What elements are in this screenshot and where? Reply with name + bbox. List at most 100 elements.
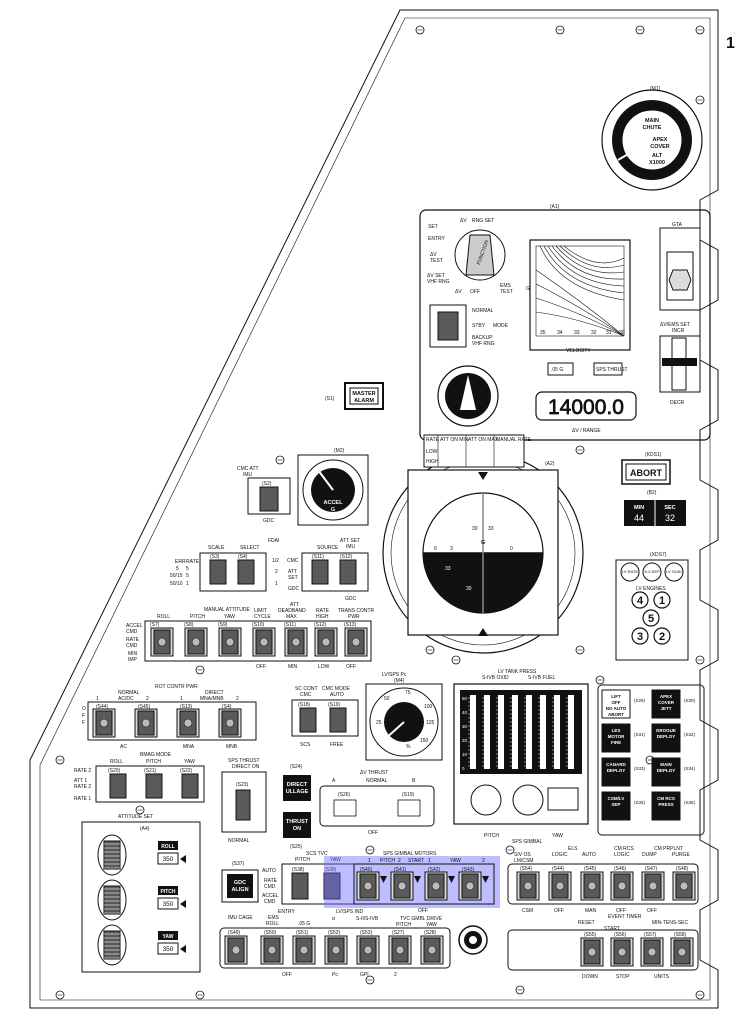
svg-text:RNG SET: RNG SET — [472, 218, 494, 224]
rot-normal-2-switch[interactable] — [134, 708, 158, 738]
ems-scroll-curve — [555, 245, 625, 274]
bmag-mode-group: BMAG MODE ROLL PITCH YAW RATE 2 ATT 1 RA… — [74, 752, 205, 803]
svg-text:32: 32 — [591, 330, 597, 336]
svg-text:OFF: OFF — [368, 830, 378, 836]
gdc-align-button[interactable] — [227, 874, 253, 898]
rate-switch[interactable] — [314, 627, 338, 657]
dv-thrust-a-switch[interactable] — [333, 799, 357, 817]
direct-ullage-button[interactable] — [283, 775, 311, 801]
svg-text:YAW: YAW — [450, 858, 461, 864]
bmag-pitch-switch[interactable] — [145, 773, 163, 799]
svg-text:CYCLE: CYCLE — [254, 614, 271, 620]
svg-text:30: 30 — [619, 330, 625, 336]
fdai-scale-switch[interactable] — [209, 559, 227, 585]
rot-normal-1-switch[interactable] — [92, 708, 116, 738]
svg-text:ALARM: ALARM — [354, 398, 374, 404]
entry-switch-2[interactable] — [292, 935, 316, 965]
svg-text:(S22): (S22) — [180, 768, 193, 774]
master-alarm[interactable]: (S1) MASTER ALARM — [325, 382, 384, 410]
cmc-att-switch[interactable]: CMC ATT IMU (S2) GDC — [237, 466, 291, 524]
event-timer-switch-1[interactable] — [610, 937, 634, 967]
trans-contr-pwr-switch[interactable] — [344, 627, 368, 657]
svg-text:6: 6 — [434, 546, 437, 552]
rot-contr-pwr-group: ROT CONTR PWR NORMAL DIRECT 1 AC/DC 2 1 … — [82, 684, 257, 750]
event-timer-switch-2[interactable] — [640, 937, 664, 967]
sivb-els-switch-4[interactable] — [641, 871, 665, 901]
tank-press-bar — [468, 695, 476, 769]
rot-direct-2-switch[interactable] — [218, 708, 242, 738]
svg-text:(S44): (S44) — [552, 866, 565, 872]
svg-text:2: 2 — [394, 972, 397, 978]
svg-text:BMAG MODE: BMAG MODE — [140, 752, 172, 758]
rot-direct-1-switch[interactable] — [176, 708, 200, 738]
att-deadband-switch[interactable] — [284, 627, 308, 657]
sivb-els-switch-2[interactable] — [580, 871, 604, 901]
svg-text:(S40): (S40) — [360, 867, 373, 873]
sc-cont-switch[interactable] — [299, 707, 317, 733]
limit-cycle-switch[interactable] — [252, 627, 276, 657]
svg-text:OFF: OFF — [470, 289, 480, 295]
sivb-els-switch-5[interactable] — [672, 871, 696, 901]
svg-text:LIFT: LIFT — [611, 694, 621, 699]
bmag-roll-switch[interactable] — [109, 773, 127, 799]
entry-switch-1[interactable] — [260, 935, 284, 965]
svg-text:(S49): (S49) — [228, 930, 241, 936]
tank-scale-label: 20 — [462, 738, 468, 743]
event-timer-switch-3[interactable] — [670, 937, 694, 967]
event-timer-switch-0[interactable] — [580, 937, 604, 967]
scs-tvc-pitch-switch[interactable] — [291, 872, 309, 900]
manual-yaw-switch[interactable] — [218, 627, 242, 657]
svg-text:BACKUP: BACKUP — [472, 335, 493, 341]
gimbal-pitch-2-switch[interactable] — [390, 871, 414, 901]
sivb-els-switch-3[interactable] — [610, 871, 634, 901]
fdai-select-switch[interactable] — [237, 559, 255, 585]
svg-text:HIGH: HIGH — [426, 459, 439, 465]
svg-text:0: 0 — [510, 546, 513, 552]
svg-text:G: G — [526, 286, 530, 292]
gimbal-pitch-1-switch[interactable] — [356, 871, 380, 901]
svg-text:(S58): (S58) — [674, 932, 687, 938]
gdc-align: (S37) GDC ALIGN — [221, 861, 259, 903]
manual-pitch-switch[interactable] — [184, 627, 208, 657]
svg-text:DROGUE: DROGUE — [656, 728, 676, 733]
manual-roll-switch[interactable] — [150, 627, 174, 657]
tank-press-bar — [524, 695, 532, 769]
svg-text:OFF: OFF — [647, 908, 657, 914]
svg-text:LV ENGINES: LV ENGINES — [636, 586, 666, 592]
sivb-els-switch-0[interactable] — [516, 871, 540, 901]
abort-light[interactable]: ABORT — [630, 468, 662, 478]
gimbal-yaw-1-switch[interactable] — [424, 871, 448, 901]
svg-text:(S43): (S43) — [462, 867, 475, 873]
entry-switch-5[interactable] — [388, 935, 412, 965]
bmag-yaw-switch[interactable] — [181, 773, 199, 799]
svg-text:(S13): (S13) — [180, 704, 193, 710]
entry-switch-4[interactable] — [356, 935, 380, 965]
fdai-source-switch[interactable] — [311, 559, 329, 585]
scs-tvc-yaw-switch[interactable] — [323, 872, 341, 900]
screw — [135, 805, 145, 815]
entry-switch-3[interactable] — [324, 935, 348, 965]
abort-and-lv-engines: (KDS1) ABORT (B2) MIN SEC 44 32 (XDS7) L… — [615, 452, 689, 661]
svg-text:G: G — [331, 507, 335, 513]
entry-switch-6[interactable] — [420, 935, 444, 965]
cmc-mode-switch[interactable] — [329, 707, 347, 733]
att-set-switch[interactable] — [339, 559, 357, 585]
gimbal-yaw-2-switch[interactable] — [458, 871, 482, 901]
thrust-on-button[interactable] — [283, 812, 311, 838]
sps-thrust-switch[interactable] — [235, 789, 251, 821]
dv-thrust-b-switch[interactable] — [397, 799, 421, 817]
entry-switch-0[interactable] — [224, 935, 248, 965]
sivb-els-switch-1[interactable] — [548, 871, 572, 901]
